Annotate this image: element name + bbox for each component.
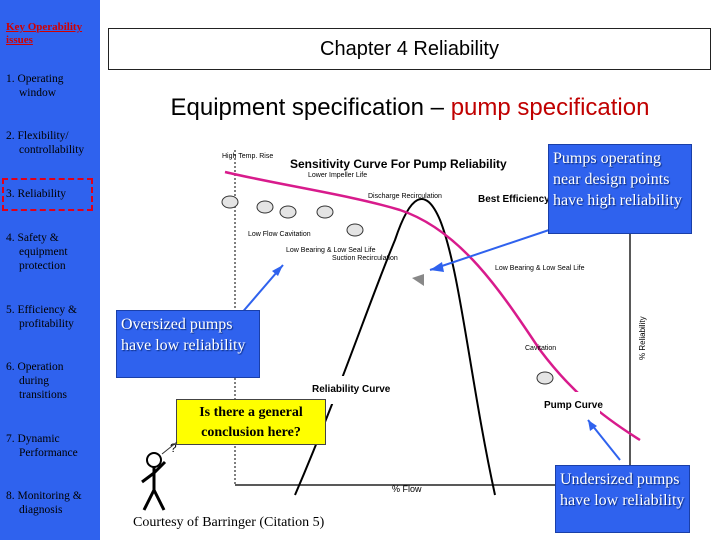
reliability-curve-label: Reliability Curve — [312, 384, 391, 395]
sidebar-item-sublabel: controllability — [19, 144, 85, 156]
annot-cavitation: Cavitation — [525, 345, 556, 352]
bep-marker — [412, 274, 424, 286]
curve-point — [279, 205, 297, 219]
callout-near-design: Pumps operating near design points have … — [548, 144, 692, 234]
arrow-head — [272, 265, 283, 276]
sidebar-item-label: 2. Flexibility/ — [6, 130, 69, 142]
stickman-arm — [141, 471, 155, 484]
sidebar-item-safety[interactable]: 4. Safety & equipment protection — [6, 231, 98, 273]
sidebar-item-sublabel: equipment protection — [19, 246, 68, 272]
annot-suction-recirc: Suction Recirculation — [332, 255, 398, 262]
annot-lower-impeller: Lower Impeller Life — [308, 172, 367, 179]
sidebar-item-sublabel: Performance — [19, 447, 78, 459]
arrow-head — [430, 262, 444, 272]
slide-subtitle: Equipment specification – pump specifica… — [100, 94, 720, 122]
curve-point — [221, 195, 239, 209]
sidebar-title[interactable]: Key Operability issues — [6, 21, 83, 46]
sidebar-item-label: 6. Operation — [6, 361, 64, 373]
question-box: Is there a general conclusion here? — [176, 399, 326, 445]
sidebar-item-sublabel: during transitions — [19, 375, 67, 401]
sidebar-item-label: 1. Operating — [6, 73, 64, 85]
stickman-arm — [152, 460, 167, 475]
current-topic-highlight — [2, 178, 93, 211]
sidebar: Key Operability issues 1. Operating wind… — [0, 0, 100, 540]
sidebar-item-label: 7. Dynamic — [6, 433, 60, 445]
question-mark: ? — [170, 441, 177, 455]
chart-x-label: % Flow — [392, 484, 422, 494]
thinking-person-icon: ? — [141, 441, 178, 511]
sidebar-item-label: 3. Reliability — [6, 188, 67, 200]
stickman-head — [146, 452, 162, 468]
arrow-near-design — [429, 227, 556, 271]
chart-y-label: % Reliability — [638, 316, 647, 360]
sidebar-item-flexibility[interactable]: 2. Flexibility/ controllability — [6, 129, 98, 157]
sidebar-item-operating-window[interactable]: 1. Operating window — [6, 72, 98, 100]
annot-discharge-recirc: Discharge Recirculation — [368, 193, 442, 200]
sidebar-item-sublabel: window — [19, 87, 57, 99]
annot-low-bearing-left: Low Bearing & Low Seal Life — [286, 247, 376, 254]
annot-high-temp: High Temp. Rise — [222, 153, 273, 160]
sidebar-item-reliability[interactable]: 3. Reliability — [6, 187, 98, 201]
sidebar-item-sublabel: profitability — [19, 318, 74, 330]
thought-line — [161, 441, 178, 455]
slide-title: Chapter 4 Reliability — [108, 28, 711, 70]
annot-best-efficiency: Best Efficiency Point — [478, 194, 578, 205]
sidebar-item-label: 5. Efficiency & — [6, 304, 77, 316]
pump-reliability-chart: Sensitivity Curve For Pump Reliability %… — [221, 150, 647, 496]
stickman-leg — [142, 489, 156, 511]
curve-point — [536, 371, 554, 385]
annot-low-flow-cav: Low Flow Cavitation — [248, 231, 311, 238]
callout-undersized: Undersized pumps have low reliability — [555, 465, 690, 533]
curve-point — [346, 223, 364, 237]
pump-curve-label: Pump Curve — [544, 400, 603, 411]
curve-point — [256, 200, 274, 214]
pump-curve-label-bg — [540, 392, 600, 422]
sidebar-item-sublabel: diagnosis — [19, 504, 63, 516]
subtitle-prefix: Equipment specification – — [170, 94, 451, 121]
stickman-leg — [152, 489, 166, 511]
courtesy-credit: Courtesy of Barringer (Citation 5) — [133, 515, 325, 530]
sidebar-item-dynamic[interactable]: 7. Dynamic Performance — [6, 432, 98, 460]
sidebar-item-monitoring[interactable]: 8. Monitoring & diagnosis — [6, 489, 98, 517]
sidebar-item-label: 8. Monitoring & — [6, 490, 82, 502]
curve-point — [316, 205, 334, 219]
arrow-head — [588, 420, 597, 431]
sidebar-item-transitions[interactable]: 6. Operation during transitions — [6, 360, 98, 402]
annot-low-bearing-right: Low Bearing & Low Seal Life — [495, 265, 585, 272]
callout-oversized: Oversized pumps have low reliability — [116, 310, 260, 378]
subtitle-accent: pump specification — [450, 94, 650, 121]
sidebar-item-efficiency[interactable]: 5. Efficiency & profitability — [6, 303, 98, 331]
sidebar-item-label: 4. Safety & — [6, 232, 59, 244]
reliability-curve — [294, 198, 496, 496]
chart-title: Sensitivity Curve For Pump Reliability — [290, 157, 507, 171]
